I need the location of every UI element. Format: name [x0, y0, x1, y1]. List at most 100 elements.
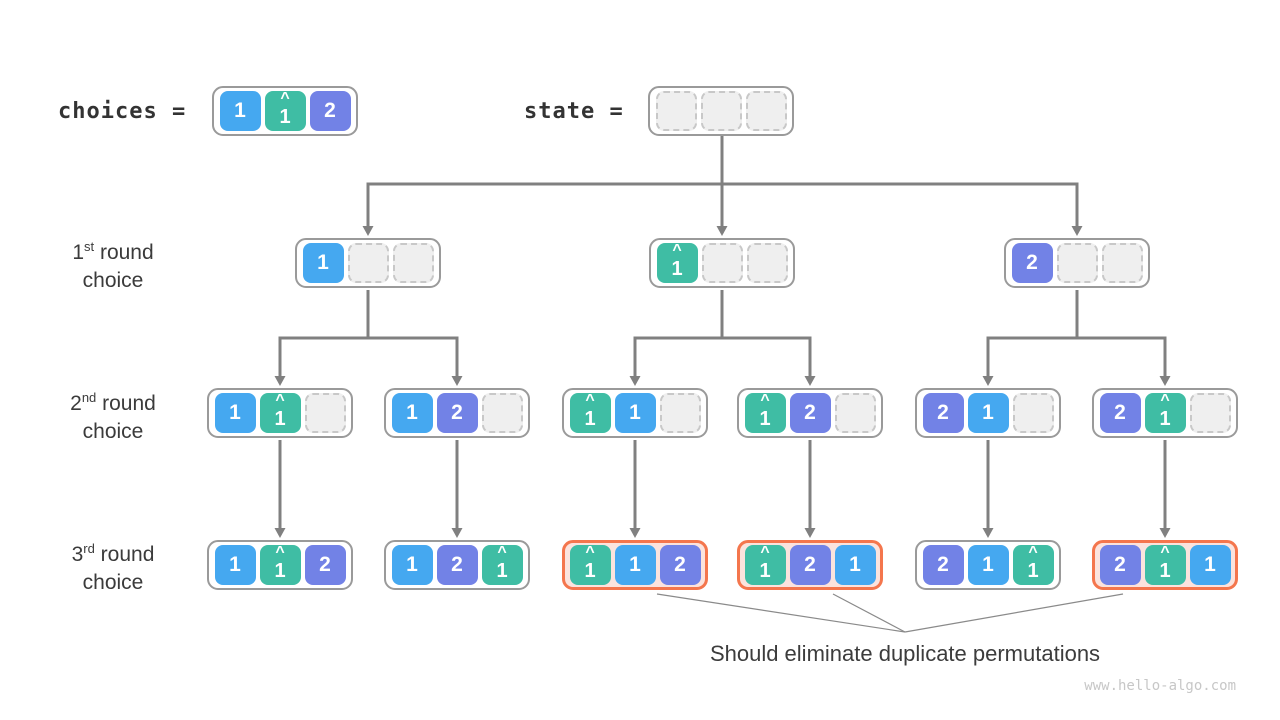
cell-value: 1: [759, 559, 771, 582]
choice-cell-1: 1: [967, 393, 1009, 433]
choice-cell-1: 1: [967, 545, 1009, 585]
choice-cell-2: 2: [922, 545, 964, 585]
choice-cell-1-dup: ^1: [569, 392, 611, 433]
cell-value: 1: [274, 407, 286, 430]
choice-cell-1: 1: [1189, 545, 1231, 585]
cell-value: 1: [1159, 407, 1171, 430]
state-box: [648, 86, 794, 136]
cell-value: 1: [584, 407, 596, 430]
empty-slot: [700, 91, 742, 131]
cell-value: 1: [1159, 559, 1171, 582]
empty-slot: [481, 393, 523, 433]
empty-slot: [392, 243, 434, 283]
watermark: www.hello-algo.com: [1084, 678, 1236, 694]
hat-icon: ^: [1028, 544, 1038, 561]
hat-icon: ^: [497, 544, 507, 561]
choice-cell-1-dup: ^1: [481, 544, 523, 585]
cell-value: 1: [274, 559, 286, 582]
hat-icon: ^: [585, 544, 595, 561]
duplicate-note: Should eliminate duplicate permutations: [709, 641, 1101, 666]
choice-cell-2: 2: [922, 393, 964, 433]
empty-slot: [659, 393, 701, 433]
empty-slot: [746, 243, 788, 283]
choice-cell-2: 2: [789, 393, 831, 433]
choice-cell-1-dup: ^1: [1144, 544, 1186, 585]
choice-cell-2: 2: [436, 393, 478, 433]
round-1-label: 1st round choice: [38, 233, 188, 295]
choice-cell-1-dup: ^1: [1144, 392, 1186, 433]
choice-cell-1: 1: [219, 91, 261, 131]
cell-value: 1: [279, 105, 291, 128]
state-label: state =: [524, 98, 638, 124]
hat-icon: ^: [760, 544, 770, 561]
choice-cell-2: 2: [1099, 393, 1141, 433]
choice-cell-1: 1: [834, 545, 876, 585]
tree-node-r2-5: 2^1: [1092, 388, 1238, 438]
choice-cell-1: 1: [614, 393, 656, 433]
choice-cell-1-dup: ^1: [259, 392, 301, 433]
choice-cell-1: 1: [391, 393, 433, 433]
choice-cell-1: 1: [614, 545, 656, 585]
empty-slot: [834, 393, 876, 433]
tree-node-r2-0: 1^1: [207, 388, 353, 438]
choice-cell-1: 1: [214, 393, 256, 433]
round-1-label-line1: 1st round: [72, 239, 154, 264]
round-3-label: 3rd round choice: [38, 535, 188, 597]
choice-cell-1-dup: ^1: [656, 242, 698, 283]
round-3-label-line1: 3rd round: [71, 541, 155, 566]
choice-cell-2: 2: [1099, 545, 1141, 585]
hat-icon: ^: [672, 242, 682, 259]
empty-slot: [1056, 243, 1098, 283]
round-2-label-line2: choice: [82, 420, 144, 443]
hat-icon: ^: [280, 90, 290, 107]
hat-icon: ^: [275, 544, 285, 561]
choice-cell-1: 1: [214, 545, 256, 585]
empty-slot: [745, 91, 787, 131]
empty-slot: [655, 91, 697, 131]
cell-value: 1: [496, 559, 508, 582]
cell-value: 1: [759, 407, 771, 430]
cell-value: 1: [584, 559, 596, 582]
hat-icon: ^: [275, 392, 285, 409]
empty-slot: [304, 393, 346, 433]
round-2-label: 2nd round choice: [38, 384, 188, 446]
hat-icon: ^: [760, 392, 770, 409]
choice-cell-1: 1: [302, 243, 344, 283]
empty-slot: [1189, 393, 1231, 433]
hat-icon: ^: [1160, 544, 1170, 561]
choice-cell-1-dup: ^1: [1012, 544, 1054, 585]
round-3-label-line2: choice: [82, 571, 144, 594]
empty-slot: [1012, 393, 1054, 433]
round-1-label-line2: choice: [82, 269, 144, 292]
choice-cell-2: 2: [304, 545, 346, 585]
hat-icon: ^: [585, 392, 595, 409]
tree-node-r1-2: 2: [1004, 238, 1150, 288]
empty-slot: [701, 243, 743, 283]
empty-slot: [1101, 243, 1143, 283]
choice-cell-2: 2: [1011, 243, 1053, 283]
choice-cell-2: 2: [309, 91, 351, 131]
choices-label: choices =: [58, 98, 201, 124]
cell-value: 1: [671, 257, 683, 280]
choice-cell-1-dup: ^1: [744, 392, 786, 433]
choice-cell-2: 2: [659, 545, 701, 585]
tree-node-r1-1: ^1: [649, 238, 795, 288]
choice-cell-1-dup: ^1: [259, 544, 301, 585]
choice-cell-2: 2: [436, 545, 478, 585]
choice-cell-1: 1: [391, 545, 433, 585]
hat-icon: ^: [1160, 392, 1170, 409]
tree-node-r1-0: 1: [295, 238, 441, 288]
choice-cell-2: 2: [789, 545, 831, 585]
cell-value: 1: [1027, 559, 1039, 582]
empty-slot: [347, 243, 389, 283]
choice-cell-1-dup: ^1: [569, 544, 611, 585]
